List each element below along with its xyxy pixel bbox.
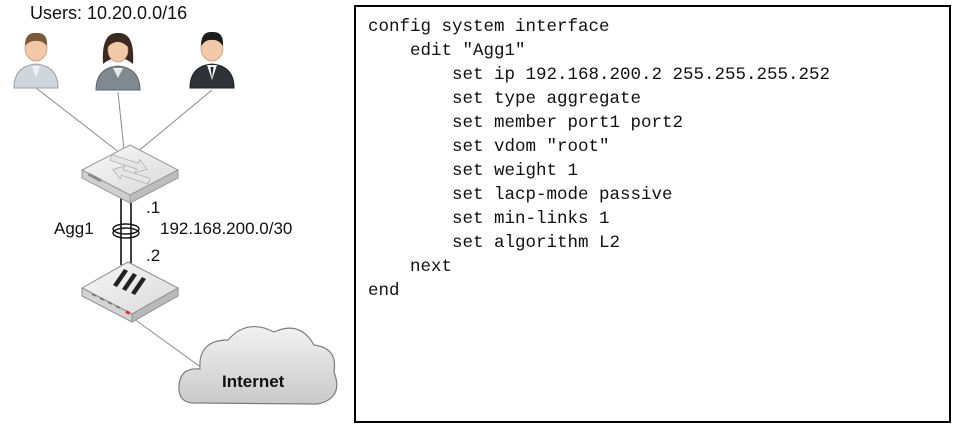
config-line: edit "Agg1" xyxy=(410,41,526,61)
config-lines: config system interface edit "Agg1" set ip… xyxy=(368,15,830,303)
firewall-icon xyxy=(80,261,180,323)
config-line: set ip 192.168.200.2 255.255.255.252 xyxy=(452,65,831,85)
cli-config-panel: config system interface edit "Agg1" set ip… xyxy=(354,5,951,423)
aggregate-interface-label: Agg1 xyxy=(54,219,94,238)
internet-link xyxy=(129,315,203,369)
network-diagram: Users: 10.20.0.0/16 .1 Agg1 192.168.200.… xyxy=(0,0,350,429)
config-line: config system interface xyxy=(368,17,610,37)
lacp-bundle-ring-2 xyxy=(112,227,140,239)
network-diagram-svg xyxy=(13,31,338,405)
switch-side-ip-label: .1 xyxy=(146,198,161,217)
internet-label: Internet xyxy=(222,372,285,391)
link-user-1 xyxy=(35,87,121,154)
link-subnet-label: 192.168.200.0/30 xyxy=(160,219,293,238)
config-line: set min-links 1 xyxy=(452,209,610,229)
config-line: set type aggregate xyxy=(452,89,642,109)
users-subnet-label: Users: 10.20.0.0/16 xyxy=(30,3,188,23)
user-icon xyxy=(13,32,59,89)
switch-icon xyxy=(80,144,180,204)
user-links xyxy=(35,87,213,154)
config-line: end xyxy=(368,281,400,301)
config-line: next xyxy=(410,257,453,277)
firewall-side-ip-label: .2 xyxy=(146,246,161,265)
lacp-bundle-ring xyxy=(112,223,140,235)
link-user-2 xyxy=(117,91,125,151)
config-line: set weight 1 xyxy=(452,161,579,181)
config-line: set vdom "root" xyxy=(452,137,610,157)
config-line: set member port1 port2 xyxy=(452,113,684,133)
user-icon xyxy=(189,31,235,89)
config-line: set lacp-mode passive xyxy=(452,185,673,205)
config-line: set algorithm L2 xyxy=(452,233,621,253)
cloud-icon xyxy=(178,325,338,405)
link-user-3 xyxy=(135,89,213,154)
user-icon xyxy=(95,32,141,91)
